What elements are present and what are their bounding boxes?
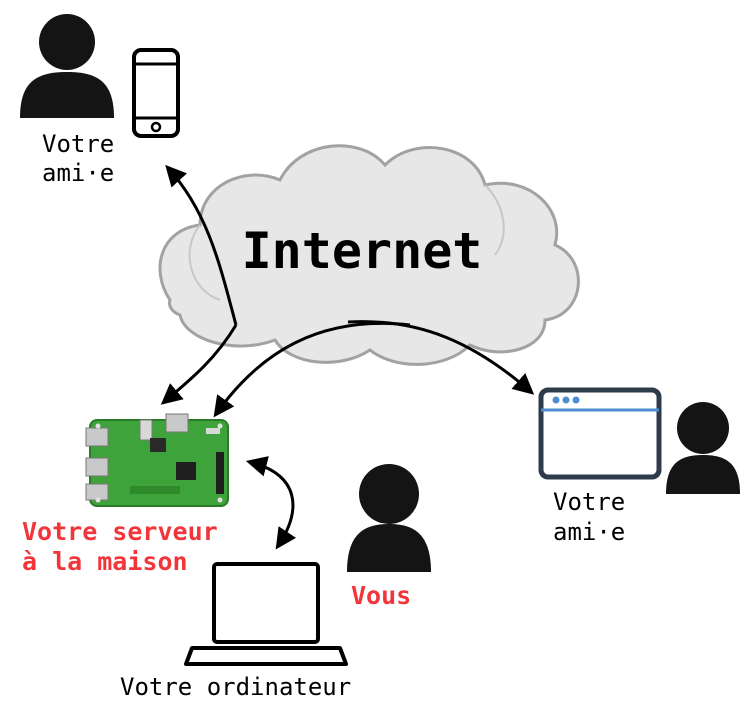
arrow-server-to-internet bbox=[160, 324, 238, 405]
server-label-line2: à la maison bbox=[22, 547, 188, 576]
server-board-icon bbox=[85, 413, 229, 507]
friend-phone-label-line1: Votre bbox=[42, 130, 114, 158]
arrow-internet-to-friend-browser bbox=[347, 320, 535, 395]
laptop-icon bbox=[184, 562, 348, 666]
friend-person-icon bbox=[20, 14, 114, 118]
server-label-line1: Votre serveur bbox=[22, 517, 218, 546]
friend-browser-label-line2: ami·e bbox=[553, 518, 625, 546]
friend-person-icon bbox=[666, 402, 740, 494]
arrow-server-computer-bidirectional bbox=[245, 456, 297, 550]
internet-label: Internet bbox=[242, 222, 483, 280]
browser-window-icon bbox=[538, 387, 662, 480]
you-label: Vous bbox=[351, 581, 411, 610]
arrow-internet-to-friend-phone bbox=[165, 164, 238, 326]
computer-label: Votre ordinateur bbox=[120, 673, 351, 701]
internet-cloud-icon bbox=[158, 144, 580, 366]
you-person-icon bbox=[347, 464, 431, 572]
friend-browser-label-line1: Votre bbox=[553, 488, 625, 516]
smartphone-icon bbox=[132, 48, 180, 138]
friend-phone-label-line2: ami·e bbox=[42, 159, 114, 187]
